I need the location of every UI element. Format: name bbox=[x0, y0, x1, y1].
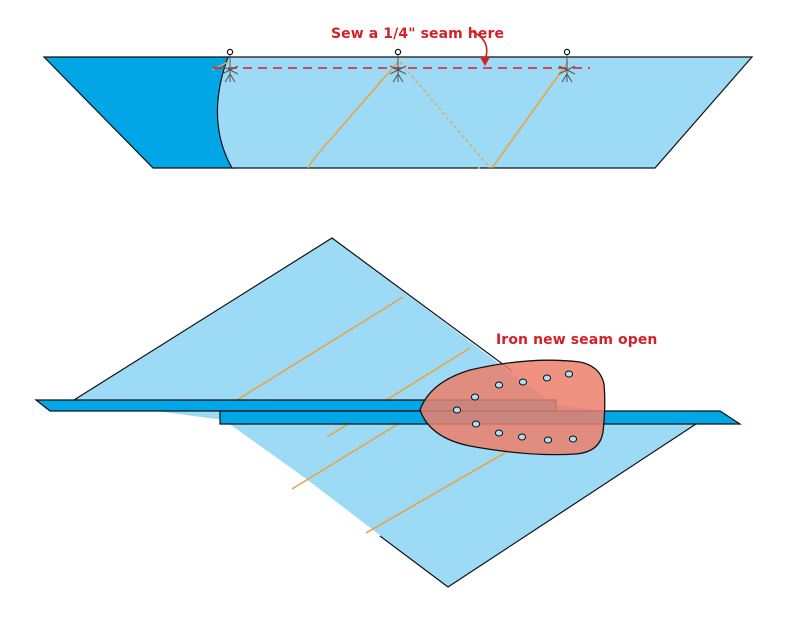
fold-line-right bbox=[491, 61, 569, 169]
top-step: Sew a 1/4" seam here bbox=[42, 26, 754, 169]
arrow-head bbox=[480, 57, 490, 66]
fold-line bbox=[365, 449, 511, 534]
fold-line bbox=[236, 296, 404, 401]
iron-icon bbox=[419, 359, 606, 456]
pin-icon bbox=[558, 48, 576, 83]
curved-arrow-icon bbox=[470, 30, 488, 61]
fold-line-dashed bbox=[399, 61, 491, 169]
bottom-step: Iron new seam open bbox=[34, 237, 743, 588]
fold-line bbox=[291, 423, 399, 490]
dark-fabric-strip bbox=[42, 56, 236, 169]
pin-icon bbox=[389, 48, 407, 83]
sew-seam-label: Sew a 1/4" seam here bbox=[331, 26, 504, 42]
light-fabric-strip bbox=[216, 56, 754, 169]
fold-line-left bbox=[307, 61, 399, 169]
iron-seam-label: Iron new seam open bbox=[496, 332, 657, 348]
pin-icon bbox=[221, 48, 239, 83]
light-fabric-outline bbox=[73, 237, 697, 588]
